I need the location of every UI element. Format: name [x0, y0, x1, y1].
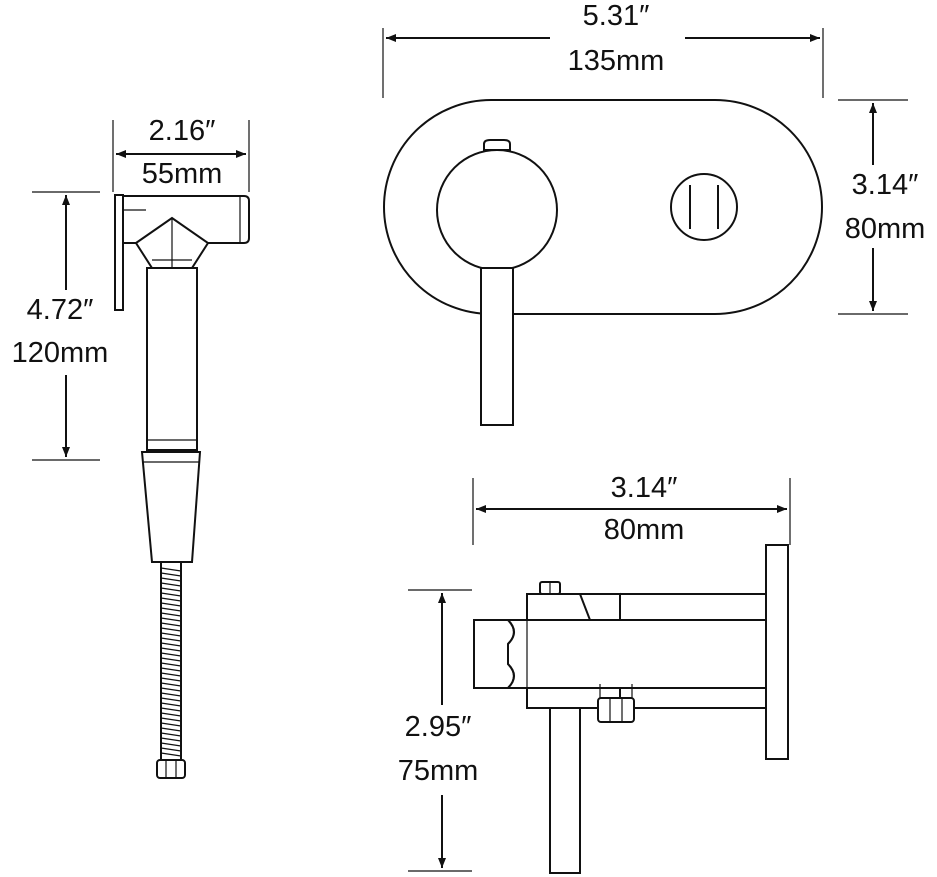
lever-length-in: 2.95″ — [405, 711, 472, 743]
mixer-handle-knob — [436, 149, 558, 271]
hand-sprayer-drawing: 2.16″ 55mm 4.72″ 120mm — [12, 115, 250, 779]
bottom-nut — [597, 697, 635, 723]
side-lever — [549, 707, 581, 874]
hose-nut — [156, 759, 186, 779]
plate-height-in: 3.14″ — [852, 169, 919, 201]
sprayer-height-in: 4.72″ — [27, 294, 94, 326]
spindle-shaft — [505, 619, 767, 689]
side-depth-in: 3.14″ — [611, 472, 678, 504]
lever-length-mm: 75mm — [398, 755, 479, 787]
sprayer-handle — [146, 267, 198, 451]
diverter-outlet — [670, 173, 738, 241]
side-depth-mm: 80mm — [604, 514, 685, 546]
sprayer-back-plate — [114, 194, 124, 311]
plate-width-mm: 135mm — [568, 45, 665, 77]
front-plate-drawing: 5.31″ 135mm 3.14″ 80mm — [382, 0, 926, 426]
sprayer-body — [114, 194, 250, 779]
sprayer-height-mm: 120mm — [12, 337, 109, 369]
sprayer-width-mm: 55mm — [142, 158, 223, 190]
sprayer-grip — [140, 451, 202, 563]
mixer-lever — [480, 267, 514, 426]
sprayer-width-in: 2.16″ — [149, 115, 216, 147]
wall-flange — [765, 544, 789, 760]
hose-ribbing — [160, 567, 182, 757]
side-view-drawing: 3.14″ 80mm 2.95″ 75mm — [398, 472, 791, 874]
plate-width-in: 5.31″ — [583, 0, 650, 32]
hub-chamfer — [560, 593, 591, 621]
plate-height-mm: 80mm — [845, 213, 926, 245]
handle-cap — [483, 139, 511, 151]
